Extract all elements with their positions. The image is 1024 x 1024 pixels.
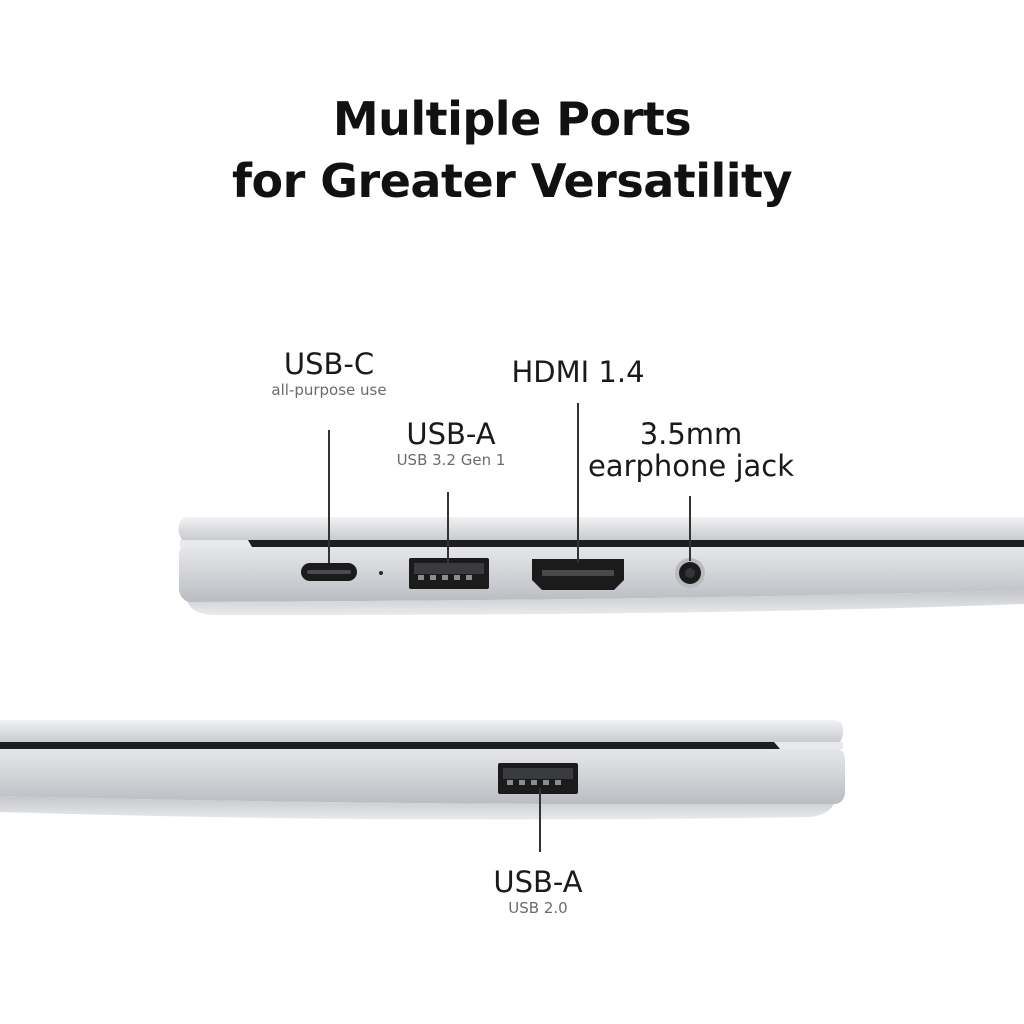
laptop-hinge-highlight (774, 742, 843, 749)
port-label-usb-a-2-0: USB-A USB 2.0 (438, 866, 638, 918)
laptop-bottom-shade (188, 590, 1024, 616)
port-note: all-purpose use (271, 381, 387, 399)
laptop-seam (180, 540, 1024, 547)
laptop-lid (178, 517, 1024, 540)
usb-a-port-icon (409, 558, 489, 589)
port-note: USB 2.0 (508, 899, 568, 917)
laptop-right-side-view (0, 720, 845, 852)
port-note: USB 3.2 Gen 1 (396, 451, 506, 469)
hdmi-port-icon (532, 559, 624, 590)
headline: Multiple Ports for Greater Versatility (0, 88, 1024, 212)
usb-a-port-icon (498, 763, 578, 794)
headline-line-1: Multiple Ports (332, 92, 692, 146)
port-label-audio-jack: 3.5mm earphone jack (578, 418, 804, 482)
leader-lines (328, 403, 691, 563)
laptop-hinge-highlight (180, 540, 252, 547)
audio-jack-icon (675, 558, 705, 588)
laptop-seam (0, 742, 843, 749)
port-label-usb-c: USB-C all-purpose use (229, 348, 429, 400)
laptop-left-side-view (178, 403, 1024, 616)
port-name: USB-A (493, 865, 583, 899)
port-label-usb-a-3-2: USB-A USB 3.2 Gen 1 (351, 418, 551, 470)
port-label-hdmi: HDMI 1.4 (478, 356, 678, 388)
port-name: 3.5mm (639, 417, 743, 451)
port-note: earphone jack (587, 449, 795, 483)
headline-line-2: for Greater Versatility (231, 154, 793, 208)
laptop-bottom-shade (0, 796, 834, 820)
status-led-icon (379, 571, 383, 575)
port-name: HDMI 1.4 (511, 355, 645, 389)
port-name: USB-A (406, 417, 496, 451)
port-name: USB-C (283, 347, 375, 381)
laptop-lid (0, 720, 844, 742)
laptop-base (0, 749, 845, 805)
